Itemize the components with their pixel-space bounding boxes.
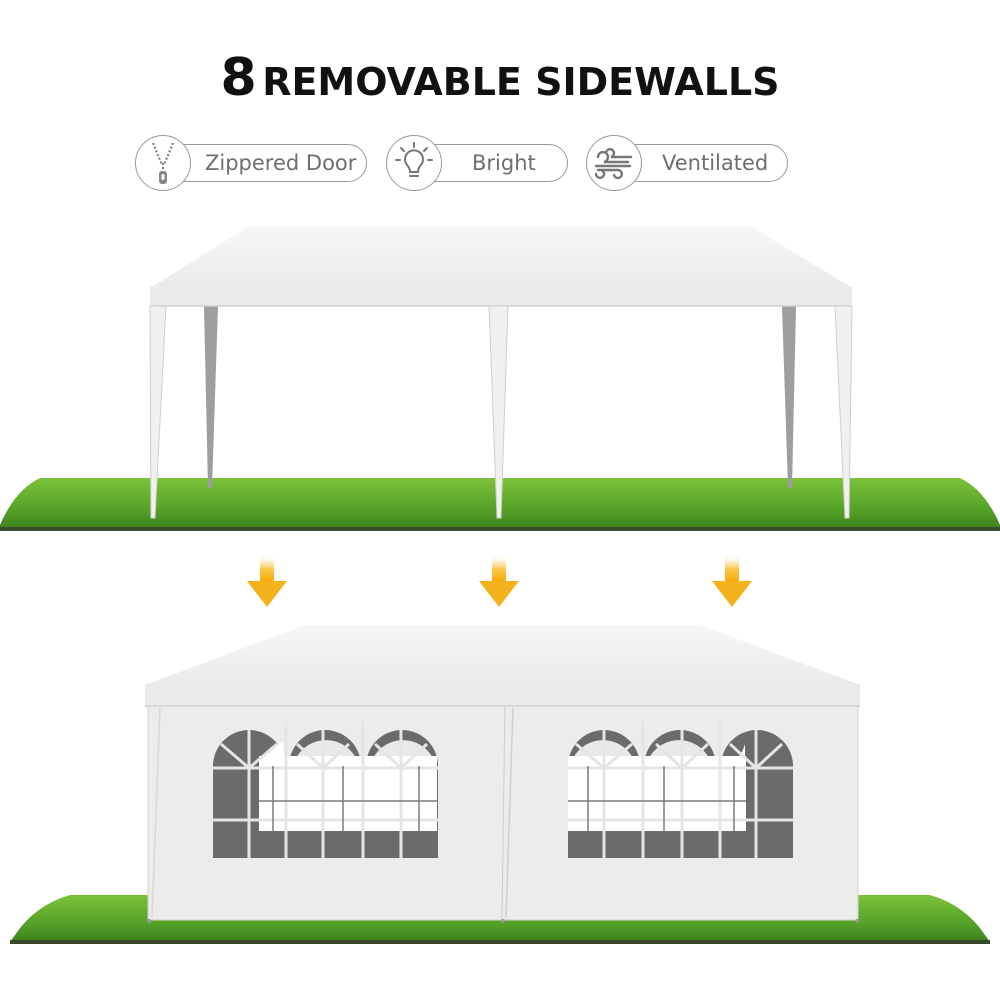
arrow-down-icon — [247, 555, 287, 607]
lightbulb-icon — [395, 142, 433, 177]
feature-label: Ventilated — [662, 151, 769, 175]
feature-badge-zippered-door: Zippered Door — [135, 135, 367, 191]
feature-label: Zippered Door — [205, 151, 357, 175]
arrow-down-icon — [479, 555, 519, 607]
title-text: REMOVABLE SIDEWALLS — [262, 60, 780, 104]
page-title: 8 REMOVABLE SIDEWALLS — [0, 48, 1000, 108]
arrow-down-icon — [712, 555, 752, 607]
zipper-icon — [152, 142, 174, 184]
tent-with-sidewalls — [10, 625, 990, 944]
sidewall-window-left — [213, 721, 438, 858]
title-number: 8 — [220, 48, 257, 108]
tent-frame-without-sidewalls — [0, 227, 1000, 531]
feature-badge-bright: Bright — [386, 135, 568, 191]
sidewall-window-right — [568, 721, 793, 858]
feature-label: Bright — [472, 151, 536, 175]
feature-badge-ventilated: Ventilated — [586, 135, 788, 191]
wind-icon — [594, 147, 633, 180]
